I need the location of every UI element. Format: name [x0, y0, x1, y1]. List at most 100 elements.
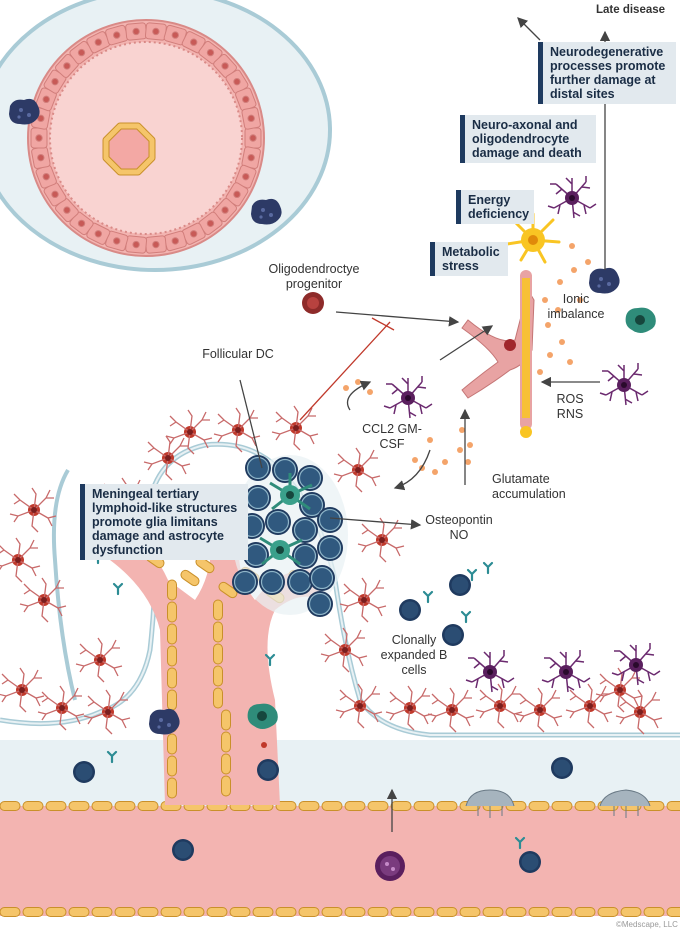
endothelial-cell [459, 907, 481, 917]
oligodendrocyte [505, 212, 561, 264]
follicular-dc-cell [269, 473, 313, 511]
signal-dot [467, 442, 473, 448]
signal-dot [571, 267, 577, 273]
endothelial-nucleus [152, 240, 160, 249]
signal-dot [427, 437, 433, 443]
ros-rns-label: ROS RNS [556, 392, 584, 421]
endothelial-cell [551, 907, 573, 917]
bottom-blood-vessel [0, 740, 680, 917]
endothelial-cell [390, 907, 412, 917]
endothelial-cell [68, 801, 90, 811]
endothelial-cell [367, 801, 389, 811]
astrocyte [515, 687, 563, 733]
endothelial-nucleus [171, 31, 179, 39]
endothelial-nucleus [51, 190, 59, 199]
endothelial-nucleus [242, 172, 250, 181]
endothelial-nucleus [37, 114, 45, 123]
neuron [461, 270, 535, 438]
lymphocyte [271, 456, 299, 484]
endothelial-nucleus [206, 48, 215, 57]
endothelial-cell [221, 731, 231, 753]
platelet-cells [465, 789, 651, 818]
endothelial-nucleus [42, 95, 50, 104]
endothelial-cell [167, 733, 177, 755]
signal-dot [459, 427, 465, 433]
endothelial-cell [413, 801, 435, 811]
endothelial-cell [643, 907, 665, 917]
cross-section-endothelial-cells [30, 22, 262, 254]
endothelial-nucleus [152, 27, 160, 36]
signal-dot [442, 459, 448, 465]
endothelial-nucleus [249, 134, 257, 142]
lymphocyte [316, 506, 344, 534]
neuro-axonal-box: Neuro-axonal and oligodendrocyte damage … [460, 115, 596, 163]
endothelial-cell [213, 665, 223, 687]
lymphocyte [258, 568, 286, 596]
endothelial-cell [505, 907, 527, 917]
endothelial-cell [167, 667, 177, 689]
endothelial-cell [167, 623, 177, 645]
endothelial-nucleus [132, 27, 140, 36]
endothelial-nucleus [206, 219, 215, 228]
osteopontin-label: Osteopontin NO [425, 513, 493, 542]
signal-dot [545, 322, 551, 328]
ccl2-gmcsf-label: CCL2 GM-CSF [362, 422, 422, 451]
inner-capillary [102, 122, 156, 176]
endothelial-cell [0, 907, 21, 917]
astrocyte [475, 683, 523, 729]
brain-parenchyma [0, 431, 680, 740]
endothelial-cell [22, 801, 44, 811]
microglia-top [547, 175, 597, 219]
lymphocyte [308, 564, 336, 592]
endothelial-nucleus [94, 38, 103, 46]
endothelial-cell [45, 801, 67, 811]
opc-cell [302, 292, 324, 314]
b-cell-6 [551, 757, 573, 779]
vessel-endothelium-bottom [0, 907, 680, 917]
endothelial-nucleus [233, 77, 241, 86]
endothelial-cell [114, 907, 136, 917]
endothelial-nucleus [171, 237, 179, 245]
endothelial-cell [221, 753, 231, 775]
lymphocyte [316, 534, 344, 562]
clonal-bcells-label: Clonally expanded B cells [380, 633, 448, 677]
energy-deficiency-box: Energy deficiency [456, 190, 534, 224]
endothelial-nucleus [233, 190, 241, 199]
endothelial-cell [167, 645, 177, 667]
endothelial-cell [298, 907, 320, 917]
endothelial-cell [620, 907, 642, 917]
endothelial-nucleus [77, 48, 86, 57]
lymphocyte [306, 590, 334, 618]
signal-dot [537, 369, 543, 375]
endothelial-cell [45, 907, 67, 917]
signal-dot [542, 297, 548, 303]
signal-dot [432, 469, 438, 475]
b-cell-1 [449, 574, 471, 596]
signal-dot [555, 307, 561, 313]
endothelial-cell [574, 907, 596, 917]
endothelial-nucleus [77, 219, 86, 228]
endothelial-cell [137, 801, 159, 811]
signal-dot [457, 447, 463, 453]
metabolic-stress-box: Metabolic stress [430, 242, 508, 276]
endothelial-nucleus [51, 77, 59, 86]
endothelial-cell [114, 801, 136, 811]
endothelial-cell [367, 907, 389, 917]
lymphocyte [291, 542, 319, 570]
tertiary-lymphoid-structure [231, 454, 348, 618]
endothelial-cell [252, 907, 274, 917]
signal-dot [557, 279, 563, 285]
signal-dot [577, 297, 583, 303]
glutamate-label: Glutamate accumulation [492, 472, 566, 501]
endothelial-cell [666, 907, 680, 917]
endothelial-nucleus [189, 38, 198, 46]
credit: ©Medscape, LLC [616, 920, 678, 929]
endothelial-cell [213, 687, 223, 709]
microglia-bottom-3 [611, 642, 661, 686]
signal-dot [343, 385, 349, 391]
macrophage-stem [149, 708, 180, 735]
lymphocyte [286, 568, 314, 596]
endothelial-nucleus [221, 62, 229, 70]
cross-section-macrophage-right [251, 198, 282, 225]
astrocyte [271, 405, 319, 451]
